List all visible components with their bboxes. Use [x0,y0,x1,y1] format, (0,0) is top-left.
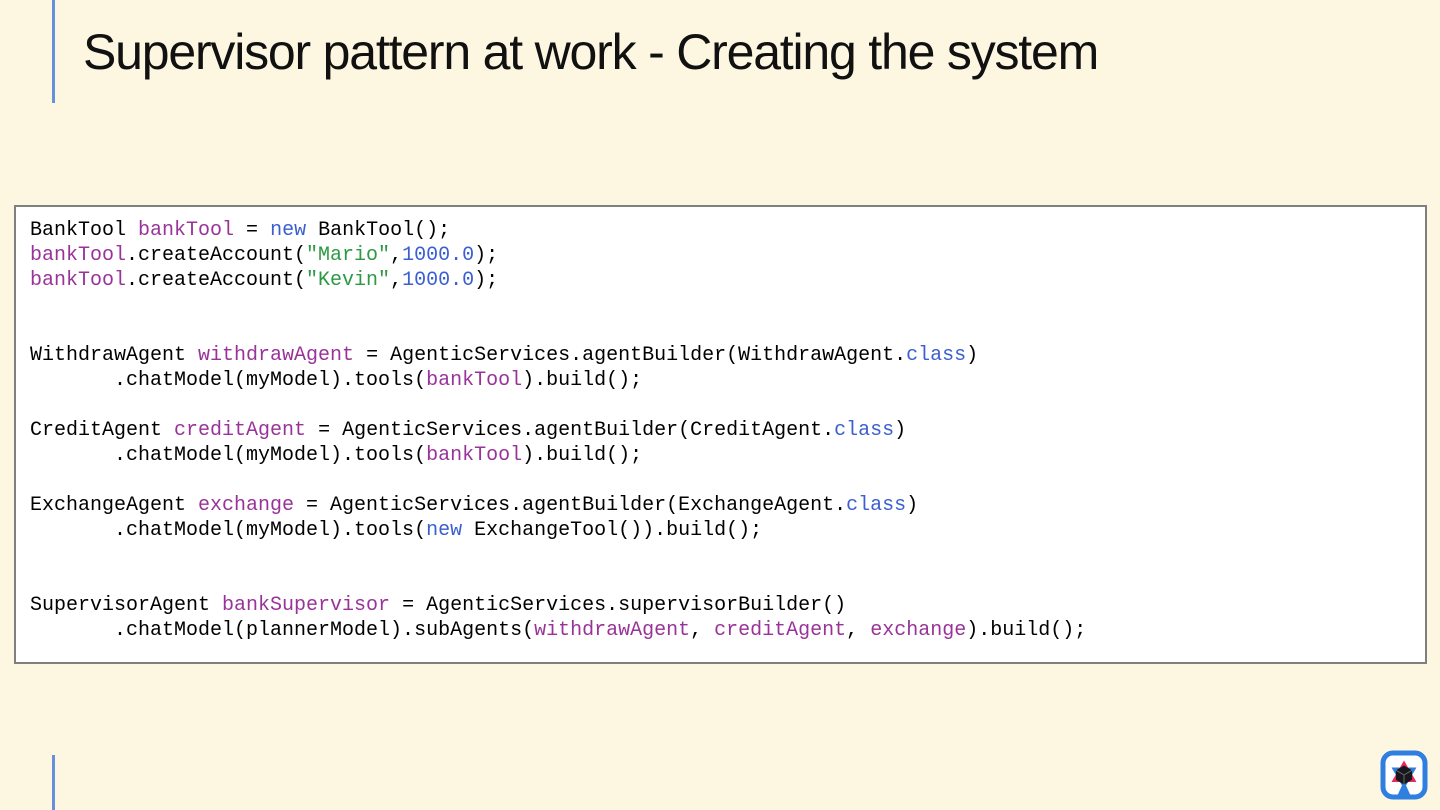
code-line [30,318,1411,343]
code-line: WithdrawAgent withdrawAgent = AgenticSer… [30,344,979,367]
slide-title: Supervisor pattern at work - Creating th… [83,24,1099,80]
code-block: BankTool bankTool = new BankTool();bankT… [14,205,1427,664]
code-line: SupervisorAgent bankSupervisor = Agentic… [30,594,847,617]
top-accent-line [52,0,55,103]
logo [1380,750,1428,801]
code-content: BankTool bankTool = new BankTool();bankT… [30,218,1411,643]
code-line [30,568,1411,593]
code-line: bankTool.createAccount("Kevin",1000.0); [30,269,499,292]
code-line: .chatModel(myModel).tools(new ExchangeTo… [30,519,763,542]
bottom-accent-line [52,755,55,810]
code-line: .chatModel(myModel).tools(bankTool).buil… [30,369,643,392]
code-line: .chatModel(myModel).tools(bankTool).buil… [30,444,643,467]
code-line [30,543,1411,568]
code-line: BankTool bankTool = new BankTool(); [30,219,451,242]
code-line [30,293,1411,318]
code-line: .chatModel(plannerModel).subAgents(withd… [30,619,1087,642]
code-line: ExchangeAgent exchange = AgenticServices… [30,494,919,517]
code-line [30,468,1411,493]
cube-star-logo-icon [1380,750,1428,800]
code-line [30,393,1411,418]
code-line: CreditAgent creditAgent = AgenticService… [30,419,907,442]
code-line: bankTool.createAccount("Mario",1000.0); [30,244,499,267]
